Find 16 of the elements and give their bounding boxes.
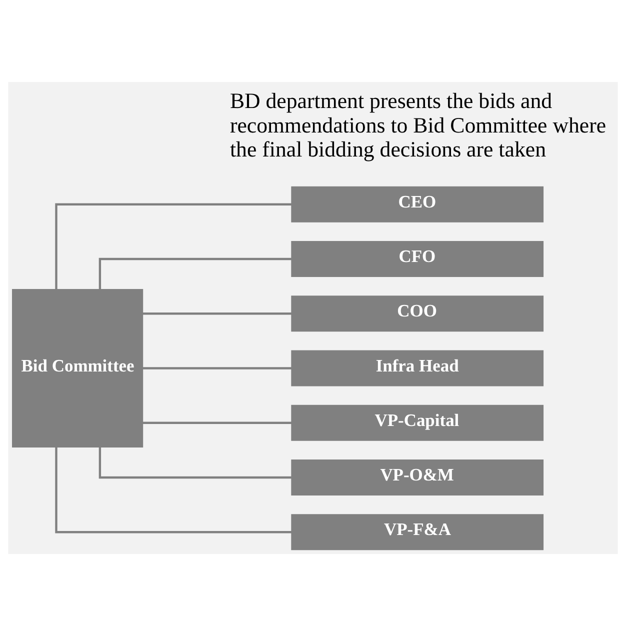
- node-box: CEO: [291, 186, 544, 222]
- node-box: VP-F&A: [291, 514, 544, 550]
- node-box: COO: [291, 295, 544, 332]
- connector: [142, 421, 292, 424]
- connector: [98, 446, 292, 478]
- node-box: VP-O&M: [291, 458, 544, 496]
- connector: [55, 446, 292, 533]
- connector: [142, 312, 292, 314]
- node-box: Bid Committee: [12, 288, 144, 447]
- connector: [55, 202, 292, 289]
- label: BD department presents the bids and recommendations to Bid Committee where the final bidding decisions are taken: [230, 88, 606, 161]
- node-box: CFO: [291, 240, 544, 277]
- node-box: Infra Head: [291, 350, 544, 386]
- node-box: VP-Capital: [291, 404, 544, 440]
- connector: [98, 257, 292, 289]
- connector: [142, 366, 292, 369]
